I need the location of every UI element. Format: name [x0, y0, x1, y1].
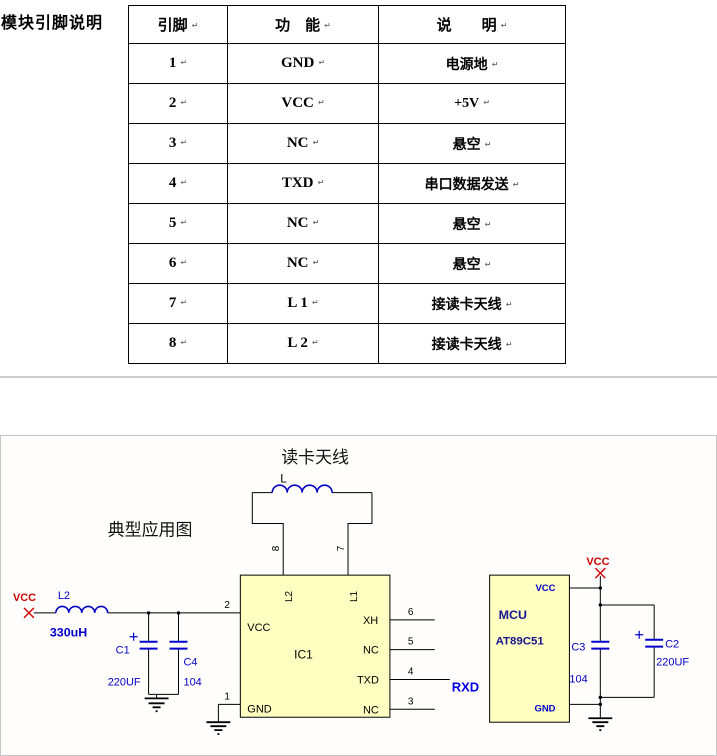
ic1-pin8-label: L2 — [284, 590, 295, 602]
l2-label: L2 — [58, 590, 70, 602]
cell-pin: 2 — [128, 83, 228, 124]
ic1-body — [239, 574, 391, 718]
cell-pin: 1 — [128, 43, 228, 84]
cell-pin: 4 — [128, 163, 228, 204]
vcc-left-label: VCC — [13, 592, 36, 604]
table-row: 6 NC 悬空 — [128, 243, 566, 284]
c3-value: 104 — [569, 673, 587, 685]
cell-desc: 接读卡天线 — [378, 283, 566, 324]
pin-table: 引脚 功 能 说 明 1 GND 电源地 2 VCC +5V 3 NC 悬空 4… — [128, 5, 566, 364]
ic1-name: IC1 — [294, 648, 313, 662]
cell-desc: 悬空 — [378, 123, 566, 164]
cell-desc: 悬空 — [378, 203, 566, 244]
ic1-pin7-label: L1 — [349, 590, 360, 602]
mcu-body — [489, 574, 570, 723]
ic1-pin3-label: NC — [363, 704, 379, 716]
circuit-title: 典型应用图 — [108, 520, 193, 539]
cell-func: L 1 — [227, 283, 379, 324]
table-row: 5 NC 悬空 — [128, 203, 566, 244]
table-row: 7 L 1 接读卡天线 — [128, 283, 566, 324]
cell-pin: 5 — [128, 203, 228, 244]
cell-func: L 2 — [227, 323, 379, 364]
mcu-vcc-label: VCC — [536, 583, 556, 594]
cell-desc: 串口数据发送 — [378, 163, 566, 204]
ic1-pin2-label: VCC — [247, 622, 270, 634]
table-row: 4 TXD 串口数据发送 — [128, 163, 566, 204]
col-header-func: 功 能 — [227, 5, 379, 44]
rxd-signal-label: RXD — [452, 679, 479, 694]
cell-pin: 3 — [128, 123, 228, 164]
c3-label: C3 — [571, 642, 585, 654]
col-header-desc: 说 明 — [378, 5, 566, 44]
ic1-pin1-number: 1 — [224, 691, 230, 702]
l2-inductor-symbol — [55, 605, 109, 613]
capacitor-plates — [139, 638, 664, 650]
ground-symbol — [144, 697, 613, 736]
c1-value: 220UF — [108, 676, 141, 688]
mcu-name: MCU — [499, 608, 527, 622]
antenna-label: 读卡天线 — [281, 448, 349, 467]
cell-desc: 电源地 — [378, 43, 566, 84]
cell-func: NC — [227, 203, 379, 244]
antenna-inductor-label: L — [280, 472, 287, 486]
application-circuit-panel: 典型应用图 读卡天线 L 8 7 L2 L1 VCC L2 330uH C1 2… — [0, 435, 717, 756]
cell-func: TXD — [227, 163, 379, 204]
ic1-pin6-label: XH — [363, 615, 378, 627]
ic1-pin1-label: GND — [247, 703, 271, 715]
ic1-pin7-number: 7 — [336, 545, 347, 551]
ic1-pin4-label: TXD — [357, 674, 379, 686]
wire — [33, 492, 655, 722]
ic1-pin5-label: NC — [363, 645, 379, 657]
c4-label: C4 — [183, 657, 197, 669]
cell-func: NC — [227, 123, 379, 164]
ic1-pin8-number: 8 — [271, 545, 282, 551]
table-row: 8 L 2 接读卡天线 — [128, 323, 566, 364]
polarity-plus-icon — [129, 630, 644, 641]
c2-label: C2 — [665, 639, 679, 651]
junction-dots — [146, 586, 603, 707]
antenna-inductor-symbol — [271, 484, 333, 493]
cell-pin: 7 — [128, 283, 228, 324]
c2-value: 220UF — [656, 657, 689, 669]
ic1-pin5-number: 5 — [408, 637, 414, 648]
vcc-cross-icon — [23, 567, 606, 619]
circuit-schematic: 典型应用图 读卡天线 L 8 7 L2 L1 VCC L2 330uH C1 2… — [13, 448, 689, 736]
cell-pin: 8 — [128, 323, 228, 364]
cell-desc: +5V — [378, 83, 566, 124]
col-header-pin: 引脚 — [128, 5, 228, 44]
c1-label: C1 — [116, 645, 130, 657]
table-row: 1 GND 电源地 — [128, 43, 566, 84]
vcc-right-label: VCC — [586, 556, 609, 568]
cell-desc: 悬空 — [378, 243, 566, 284]
ic1-pin4-number: 4 — [408, 667, 414, 678]
table-row: 3 NC 悬空 — [128, 123, 566, 164]
cell-func: VCC — [227, 83, 379, 124]
mcu-gnd-label: GND — [535, 703, 556, 714]
ic1-pin6-number: 6 — [408, 607, 414, 618]
c4-value: 104 — [183, 676, 201, 688]
cell-func: GND — [227, 43, 379, 84]
l2-value: 330uH — [50, 626, 87, 640]
table-header-row: 引脚 功 能 说 明 — [128, 5, 566, 44]
section-divider — [0, 376, 717, 378]
cell-func: NC — [227, 243, 379, 284]
ic1-pin3-number: 3 — [408, 696, 414, 707]
ic1-pin2-number: 2 — [224, 600, 230, 611]
cell-desc: 接读卡天线 — [378, 323, 566, 364]
cell-pin: 6 — [128, 243, 228, 284]
mcu-part-number: AT89C51 — [496, 636, 545, 648]
table-row: 2 VCC +5V — [128, 83, 566, 124]
pin-table-title: 模块引脚说明 — [1, 15, 104, 32]
